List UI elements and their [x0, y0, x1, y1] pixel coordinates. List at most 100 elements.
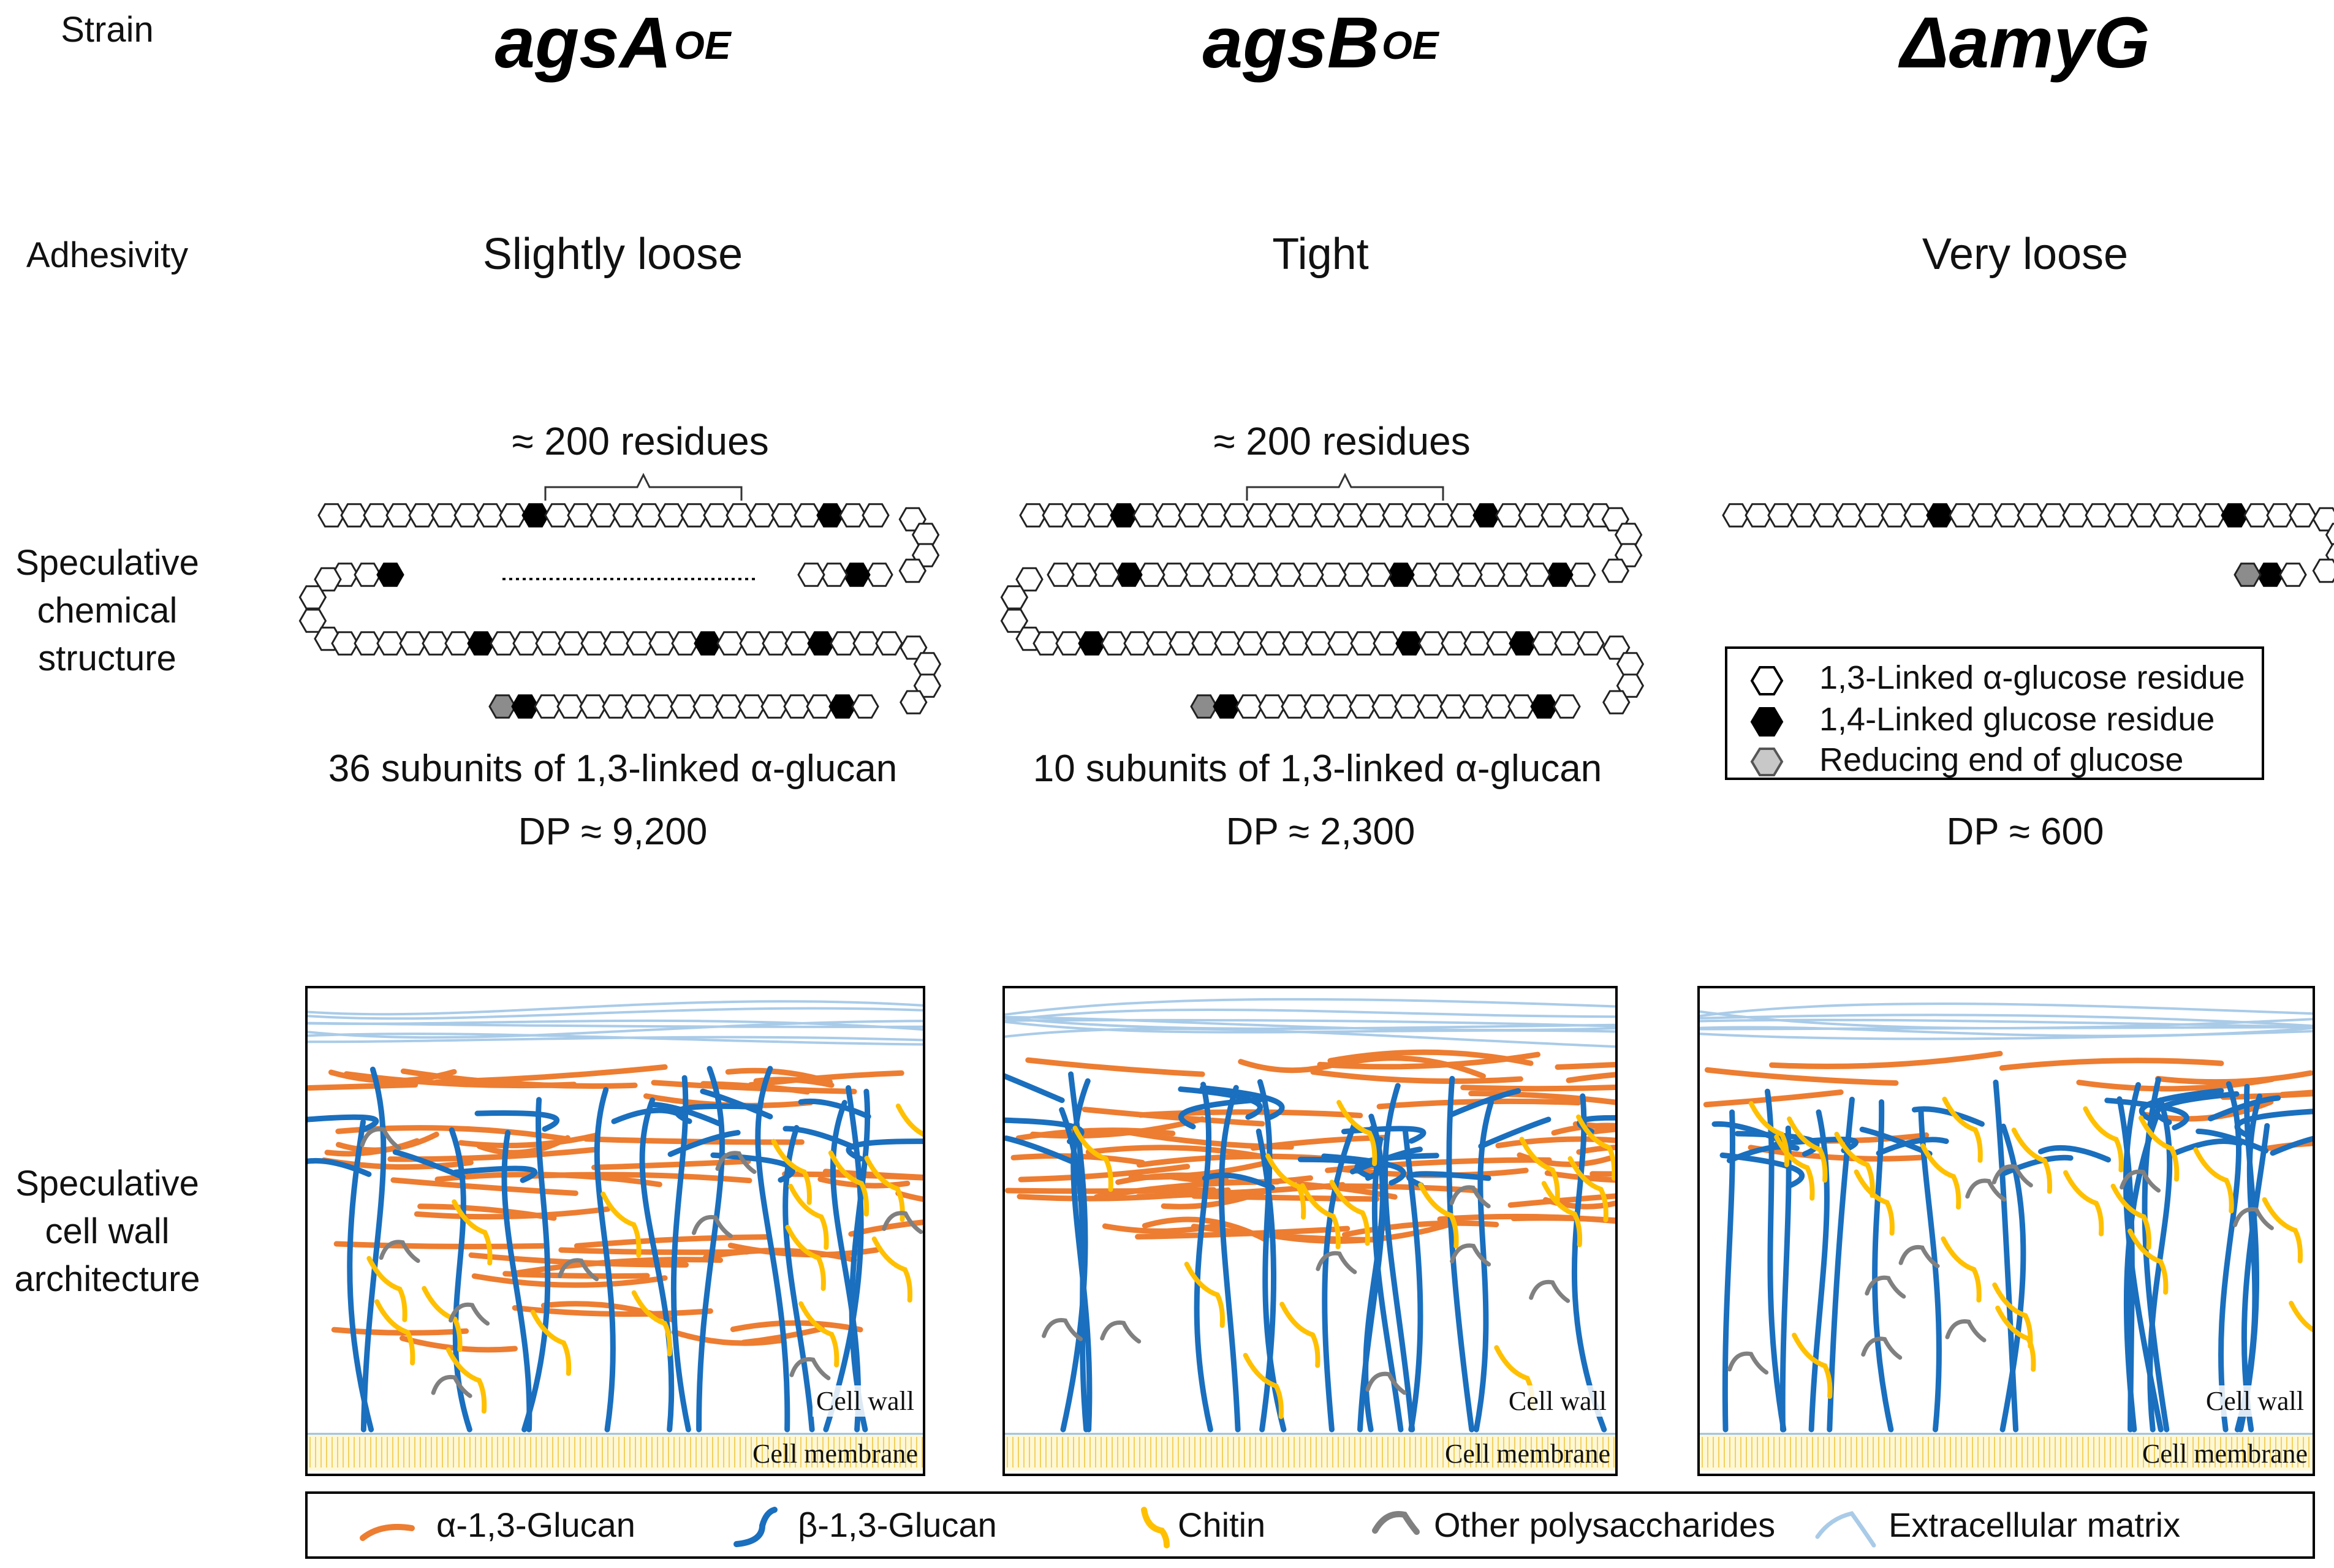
extracellular-matrix-fiber	[308, 1000, 923, 1016]
alpha-glucan-strand	[308, 1081, 419, 1091]
glucose-1-3-residue	[852, 631, 881, 656]
beta-glucan-branch	[1005, 1073, 1065, 1104]
glucose-1-3-residue	[602, 694, 630, 719]
other-polysaccharide-strand	[1100, 1320, 1142, 1344]
glucose-1-3-residue	[580, 631, 608, 656]
beta-glucan-branch	[700, 1088, 773, 1119]
alpha-glucan-strand	[1999, 1058, 2224, 1071]
extracellular-matrix-fiber	[1700, 1013, 2313, 1028]
glucose-1-3-residue	[556, 694, 585, 719]
beta-glucan-branch	[1478, 1116, 1552, 1149]
chitin-strand	[1519, 1137, 1560, 1203]
extracellular-matrix-fiber	[1005, 1016, 1615, 1030]
chitin-strand	[1329, 1180, 1370, 1246]
glucose-1-3-residue	[1064, 503, 1093, 528]
alpha-glucan-strand	[390, 1177, 578, 1196]
subunit-note-agsA: 36 subunits of 1,3-linked α-glucan	[328, 748, 898, 790]
beta-glucan-branch	[1734, 1131, 1820, 1157]
beta-glucan-branch	[710, 1152, 795, 1183]
alpha-glucan-strand	[1544, 1170, 1615, 1183]
glucose-1-4-residue	[511, 694, 539, 719]
glucose-1-3-residue	[1450, 503, 1478, 528]
row-label-strain: Strain	[61, 10, 154, 50]
glucose-1-4-residue	[2221, 503, 2249, 528]
glucose-1-3-residue	[558, 631, 586, 656]
beta-glucan-strand	[830, 1100, 862, 1433]
extracellular-matrix-fiber	[1005, 1018, 1615, 1028]
legend-label-alpha-glucan: α-1,3-Glucan	[436, 1506, 635, 1544]
cell-wall-drawing	[308, 1000, 923, 1471]
beta-glucan-branch	[2196, 1128, 2269, 1154]
beta-glucan-branch	[1178, 1086, 1263, 1120]
other-polysaccharide-strand	[1991, 1164, 2033, 1187]
alpha-glucan-strand	[502, 1271, 650, 1279]
chitin-strand	[374, 1299, 415, 1366]
residue-legend-label-3: Reducing end of glucose	[1819, 741, 2184, 778]
beta-glucan-branch	[1876, 1137, 1949, 1156]
dp-amyG: DP ≈ 600	[1946, 811, 2104, 853]
alpha-glucan-strand	[324, 1138, 420, 1157]
chitin-strand	[2193, 1147, 2234, 1214]
beta-glucan-strand	[1218, 1085, 1241, 1433]
glucose-1-3-residue	[1563, 503, 1591, 528]
alpha-glucan-strand	[1460, 1084, 1615, 1092]
extracellular-matrix-fiber	[1005, 998, 1615, 1016]
glucose-1-3-residue	[1132, 503, 1161, 528]
glucose-1-3-residue	[534, 694, 562, 719]
glucose-1-3-residue	[839, 503, 867, 528]
chitin-strand	[1992, 1282, 2033, 1349]
beta-glucan-strand	[1571, 1093, 1607, 1433]
glucose-1-4-residue	[1472, 503, 1501, 528]
beta-glucan-strand	[521, 1097, 551, 1433]
glucose-1-3-residue	[797, 562, 825, 587]
alpha-glucan-strand	[1128, 1161, 1267, 1180]
glucose-1-3-residue	[453, 503, 482, 528]
glucose-1-3-residue	[1601, 558, 1630, 583]
glucose-1-3-residue	[1614, 523, 1643, 547]
other-polysaccharide-strand	[1865, 1275, 1906, 1299]
beta-glucan-strand	[2241, 1123, 2270, 1433]
other-polysaccharide-strand	[691, 1214, 733, 1238]
glucose-1-3-residue	[1373, 631, 1401, 656]
chitin-strand	[1418, 1182, 1459, 1249]
glucose-1-3-residue	[535, 631, 563, 656]
chitin-strand	[452, 1199, 493, 1266]
subunit-note-agsB: 10 subunits of 1,3-linked α-glucan	[1032, 748, 1602, 790]
chain-agsA	[298, 472, 942, 719]
residue-legend: 1,3-Linked α-glucose residue 1,4-Linked …	[1725, 646, 2264, 780]
chitin-strand	[2289, 1300, 2313, 1333]
beta-glucan-branch	[1199, 1085, 1285, 1121]
other-polysaccharide-strand	[1965, 1178, 2007, 1202]
bracket-icon	[1246, 472, 1444, 501]
extracellular-matrix-fiber	[308, 1021, 923, 1028]
glucose-1-3-residue	[671, 631, 699, 656]
beta-glucan-branch	[1773, 1136, 1858, 1154]
glucose-1-3-residue	[1246, 503, 1274, 528]
glucose-1-3-residue	[1055, 631, 1083, 656]
chitin-strand	[366, 1256, 407, 1322]
glucose-1-3-residue	[2107, 503, 2135, 528]
glucose-1-3-residue	[499, 503, 527, 528]
alpha-glucan-strand	[1517, 1152, 1613, 1167]
glucose-1-3-residue	[703, 503, 731, 528]
glucose-1-3-residue	[1463, 631, 1491, 656]
cell-membrane-label: Cell membrane	[752, 1439, 918, 1469]
glucose-1-3-residue	[444, 631, 472, 656]
chitin-strand	[1243, 1352, 1284, 1419]
glucose-1-3-residue	[2289, 503, 2317, 528]
cell-wall-label: Cell wall	[812, 1385, 918, 1417]
alpha-glucan-strand	[1495, 1136, 1615, 1149]
chitin-strand	[2139, 1115, 2180, 1182]
glucose-1-4-residue	[467, 631, 495, 656]
other-polysaccharide-strand	[1861, 1336, 1903, 1360]
other-polysaccharide-strand	[1898, 1244, 1940, 1268]
beta-glucan-strand	[823, 1085, 864, 1433]
glucose-1-3-residue	[716, 631, 745, 656]
row-label-chemical-structure: Speculative chemical structure	[15, 543, 199, 678]
alpha-glucan-strand	[591, 1158, 751, 1170]
extracellular-matrix-fiber	[1005, 1028, 1615, 1048]
beta-glucan-branch	[2270, 1135, 2313, 1156]
glucose-1-4-residue	[376, 562, 404, 587]
strain-title-agsA: agsAOE	[494, 2, 731, 83]
alpha-glucan-strand	[671, 1329, 784, 1346]
